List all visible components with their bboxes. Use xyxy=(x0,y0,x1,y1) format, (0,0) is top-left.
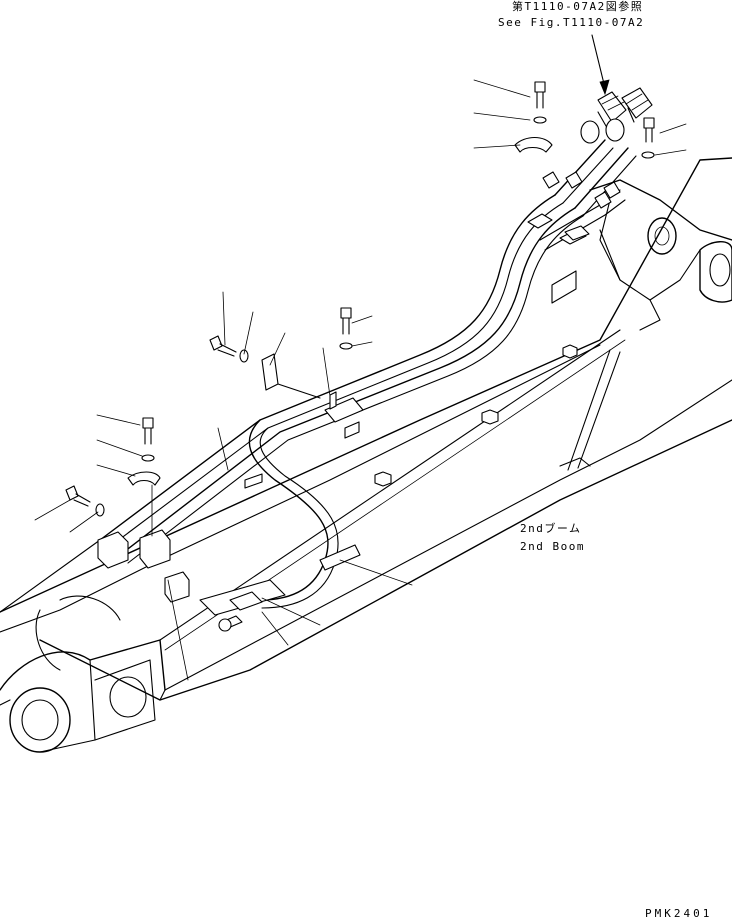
clamps xyxy=(97,136,590,632)
component-name-en: 2nd Boom xyxy=(520,540,585,553)
hose-couplings xyxy=(542,87,653,209)
leader-lines xyxy=(34,34,687,681)
drawing-code: PMK2401 xyxy=(645,907,713,920)
figure-reference-jp: 第T1110-07A2図参照 xyxy=(512,0,644,13)
component-name-jp: 2ndブーム xyxy=(520,522,582,535)
figure-reference-en: See Fig.T1110-07A2 xyxy=(498,16,645,29)
fasteners xyxy=(65,81,655,517)
second-boom-body xyxy=(0,157,732,753)
